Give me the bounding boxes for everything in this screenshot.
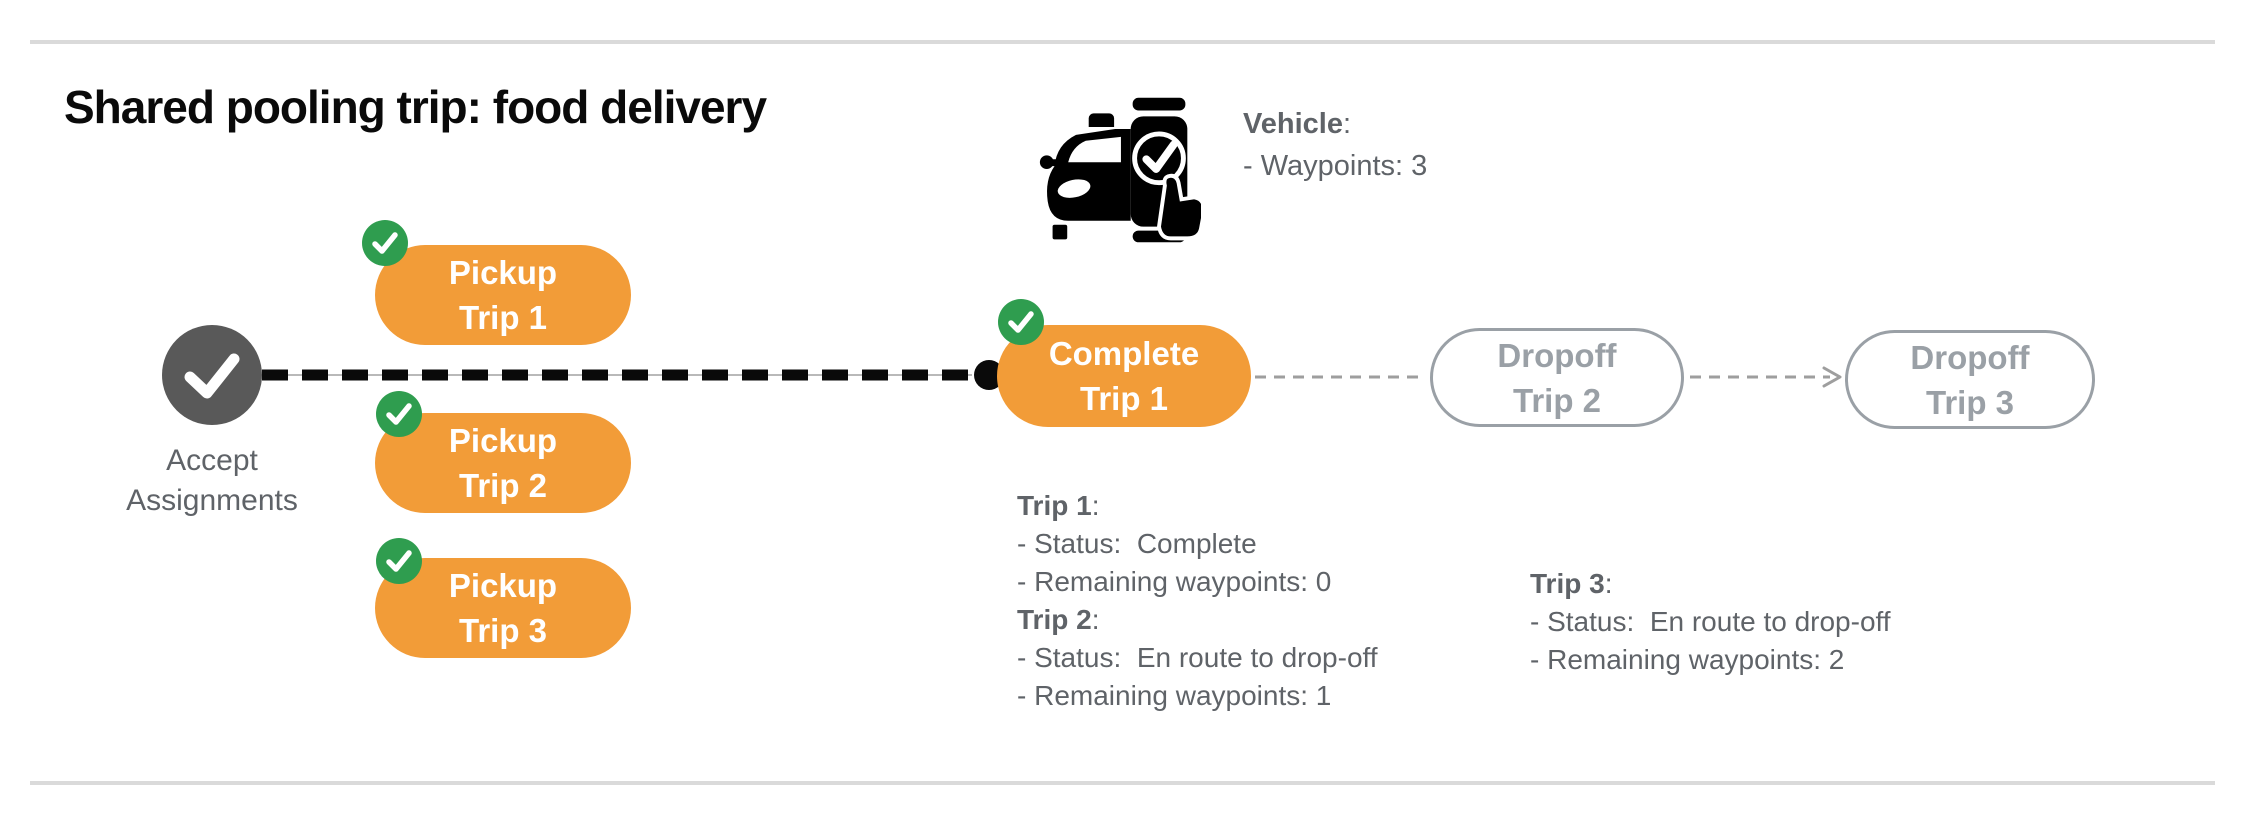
trip-2-waypoints: - Remaining waypoints: 1 — [1017, 680, 1332, 711]
node-pickup-trip-1: Pickup Trip 1 — [375, 245, 631, 345]
trip-details-left: Trip 1: - Status: Complete - Remaining w… — [1017, 487, 1378, 715]
trip-details-right: Trip 3: - Status: En route to drop-off -… — [1530, 565, 1891, 679]
node-dropoff-trip-2: Dropoff Trip 2 — [1430, 328, 1684, 427]
accept-assignments-label: Accept Assignments — [126, 444, 298, 517]
trip-3-status: - Status: En route to drop-off — [1530, 606, 1891, 637]
arrowhead-icon — [1822, 366, 1842, 388]
vehicle-info: Vehicle: - Waypoints: 3 — [1243, 103, 1427, 187]
check-badge-icon — [376, 391, 422, 437]
node-pickup-trip-3: Pickup Trip 3 — [375, 558, 631, 658]
current-position-dot — [974, 360, 1004, 390]
node-complete-trip-1: Complete Trip 1 — [997, 325, 1251, 427]
check-badge-icon — [998, 299, 1044, 345]
node-dropoff-trip-3: Dropoff Trip 3 — [1845, 330, 2095, 429]
accept-assignments-node — [162, 325, 262, 425]
vehicle-waypoints: - Waypoints: 3 — [1243, 150, 1428, 182]
page-title: Shared pooling trip: food delivery — [64, 81, 767, 133]
check-badge-icon — [362, 220, 408, 266]
node-pickup-trip-2: Pickup Trip 2 — [375, 413, 631, 513]
trip-1-header: Trip 1: — [1017, 490, 1100, 521]
trip-3-header: Trip 3: — [1530, 568, 1613, 599]
check-icon — [184, 353, 240, 399]
trip-2-header: Trip 2: — [1017, 604, 1100, 635]
bottom-divider — [30, 781, 2215, 785]
trip-1-waypoints: - Remaining waypoints: 0 — [1017, 566, 1332, 597]
trip-1-status: - Status: Complete — [1017, 528, 1257, 559]
trip-3-waypoints: - Remaining waypoints: 2 — [1530, 644, 1845, 675]
top-divider — [30, 40, 2215, 44]
vehicle-label: Vehicle: — [1243, 108, 1352, 140]
check-badge-icon — [376, 538, 422, 584]
trip-2-status: - Status: En route to drop-off — [1017, 642, 1378, 673]
